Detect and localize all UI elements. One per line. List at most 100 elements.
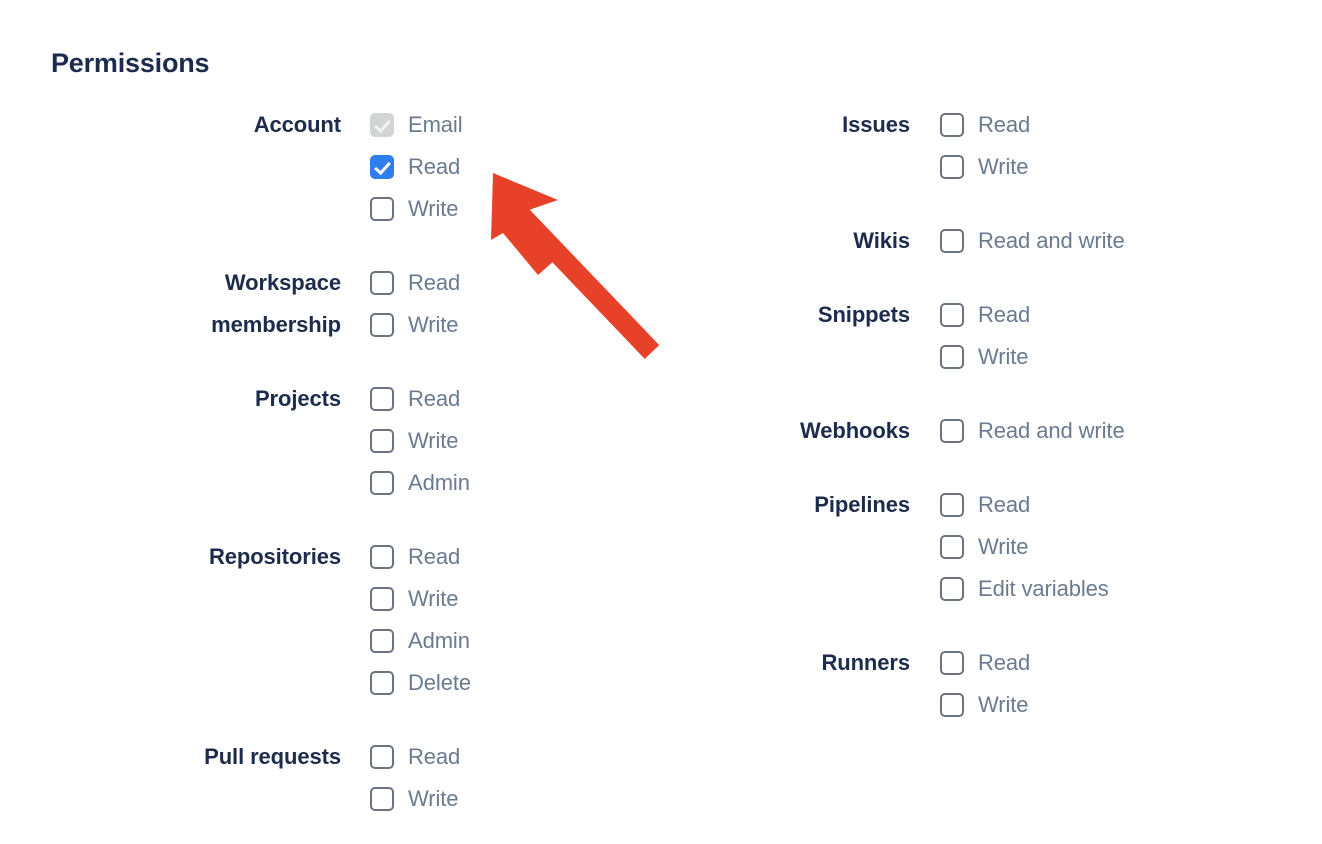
- permission-option-label: Read: [408, 154, 461, 179]
- permission-group-label: Repositories: [208, 544, 341, 569]
- permission-option-label: Write: [408, 786, 459, 811]
- permission-option[interactable]: Read and write: [940, 220, 1322, 262]
- permission-option[interactable]: Read: [370, 536, 660, 578]
- permission-option[interactable]: Read: [940, 642, 1322, 684]
- checkbox-icon[interactable]: [940, 577, 964, 601]
- permission-option-label: Write: [978, 534, 1029, 559]
- permission-option[interactable]: Read: [370, 736, 660, 778]
- permission-option[interactable]: Delete: [370, 662, 660, 704]
- checkbox-icon[interactable]: [940, 419, 964, 443]
- permission-option-label: Edit variables: [978, 576, 1109, 601]
- checkbox-icon[interactable]: [370, 629, 394, 653]
- checkbox-icon[interactable]: [370, 387, 394, 411]
- checkbox-icon[interactable]: [940, 155, 964, 179]
- permission-group-label: Webhooks: [799, 418, 910, 443]
- permission-option[interactable]: Read: [940, 484, 1322, 526]
- checkbox-icon[interactable]: [370, 471, 394, 495]
- permission-option[interactable]: Edit variables: [940, 568, 1322, 610]
- checkbox-icon[interactable]: [940, 303, 964, 327]
- permission-option-label: Delete: [408, 670, 471, 695]
- permission-group-label: Pipelines: [814, 492, 910, 517]
- permission-option-label: Write: [408, 196, 459, 221]
- permission-option-label: Read and write: [978, 418, 1125, 443]
- permission-option[interactable]: Read: [370, 378, 660, 420]
- permission-group-label: Account: [253, 112, 341, 137]
- permission-option-label: Write: [408, 312, 459, 337]
- permission-group-label: Snippets: [817, 302, 910, 327]
- permission-option[interactable]: Read and write: [940, 410, 1322, 452]
- permission-option[interactable]: Write: [940, 526, 1322, 568]
- permission-option[interactable]: Write: [370, 188, 660, 230]
- permission-option[interactable]: Admin: [370, 620, 660, 662]
- checkbox-icon[interactable]: [370, 155, 394, 179]
- checkbox-icon[interactable]: [940, 493, 964, 517]
- permission-option[interactable]: Admin: [370, 462, 660, 504]
- permission-option-list: Read and write: [940, 220, 1322, 262]
- permission-option[interactable]: Read: [370, 146, 660, 188]
- permission-group: Webhooks Read and write: [660, 410, 1322, 452]
- permission-option[interactable]: Write: [940, 336, 1322, 378]
- permission-option[interactable]: Write: [370, 420, 660, 462]
- checkbox-icon[interactable]: [370, 587, 394, 611]
- permission-option-label: Read: [408, 544, 461, 569]
- permission-option[interactable]: Read: [940, 294, 1322, 336]
- page-title: Permissions: [51, 48, 210, 78]
- permission-group-label: Projects: [254, 386, 341, 411]
- checkbox-icon[interactable]: [370, 271, 394, 295]
- permission-option[interactable]: Write: [940, 684, 1322, 726]
- permission-option[interactable]: Write: [370, 778, 660, 820]
- permission-option-label: Admin: [408, 470, 470, 495]
- checkbox-icon[interactable]: [940, 535, 964, 559]
- checkbox-icon[interactable]: [370, 545, 394, 569]
- permission-option-label: Read: [978, 650, 1031, 675]
- checkbox-icon[interactable]: [370, 429, 394, 453]
- permission-group-label: Workspace membership: [211, 270, 341, 337]
- permission-option[interactable]: Write: [370, 304, 660, 346]
- checkbox-icon[interactable]: [370, 745, 394, 769]
- permission-group-label: Issues: [842, 112, 910, 137]
- permission-option-label: Read: [408, 744, 461, 769]
- checkbox-icon[interactable]: [940, 113, 964, 137]
- permission-option[interactable]: Write: [370, 578, 660, 620]
- checkbox-icon[interactable]: [370, 787, 394, 811]
- permission-option-label: Read: [978, 302, 1031, 327]
- permission-option-label: Write: [978, 344, 1029, 369]
- permission-option[interactable]: Write: [940, 146, 1322, 188]
- permission-option-label: Read: [408, 270, 461, 295]
- checkbox-icon[interactable]: [940, 345, 964, 369]
- checkbox-icon[interactable]: [370, 671, 394, 695]
- permission-option[interactable]: Read: [940, 104, 1322, 146]
- permission-option-label: Read: [978, 492, 1031, 517]
- checkbox-icon[interactable]: [940, 693, 964, 717]
- permission-option-label: Read: [978, 112, 1031, 137]
- permission-group-label: Pull requests: [204, 744, 341, 769]
- permission-option-label: Write: [978, 692, 1029, 717]
- permission-option-label: Admin: [408, 628, 470, 653]
- checkbox-icon[interactable]: [370, 313, 394, 337]
- checkbox-icon[interactable]: [370, 197, 394, 221]
- permission-option-label: Write: [408, 428, 459, 453]
- permission-option-label: Write: [978, 154, 1029, 179]
- permission-group-label: Runners: [821, 650, 910, 675]
- permission-option-label: Read and write: [978, 228, 1125, 253]
- permission-option-list: Read and write: [940, 410, 1322, 452]
- permission-option: Email: [370, 104, 660, 146]
- checkbox-icon[interactable]: [940, 229, 964, 253]
- permission-option[interactable]: Read: [370, 262, 660, 304]
- checkbox-icon[interactable]: [940, 651, 964, 675]
